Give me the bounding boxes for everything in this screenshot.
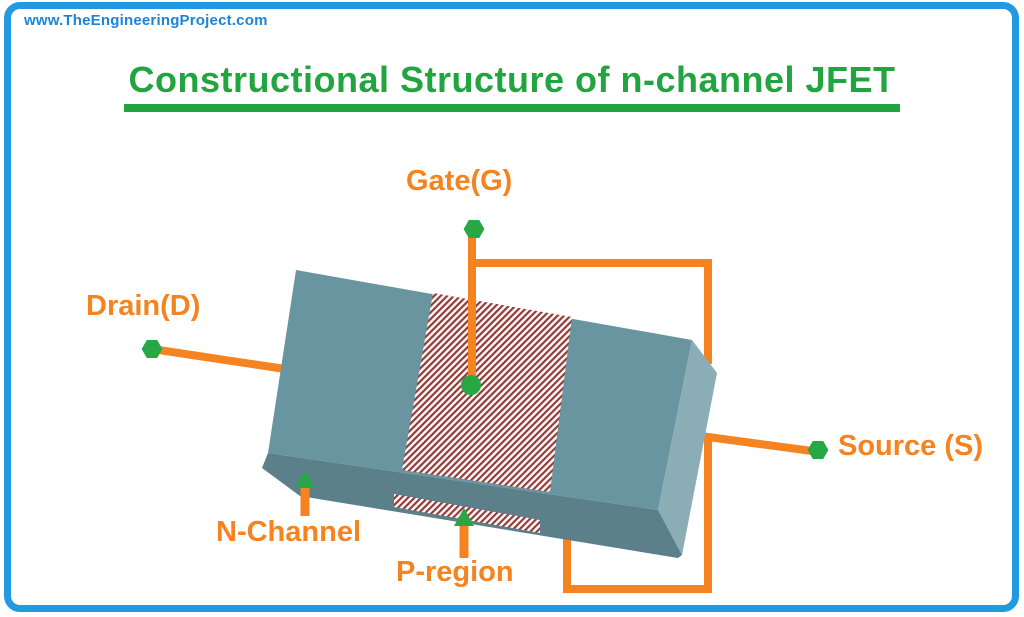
- source-terminal-icon: [807, 441, 829, 459]
- drain-wire: [151, 345, 286, 373]
- watermark: www.TheEngineeringProject.com: [24, 12, 268, 29]
- page-title: Constructional Structure of n-channel JF…: [124, 62, 900, 112]
- gate-loop-wire: [472, 259, 712, 364]
- p-region-arrow: [454, 508, 474, 558]
- drain-label: Drain(D): [86, 290, 201, 322]
- body-right-face: [658, 340, 717, 555]
- gate-terminal-icon: [463, 220, 485, 238]
- title-row: Constructional Structure of n-channel JF…: [0, 62, 1024, 112]
- p-region-arrowhead-icon: [454, 508, 474, 526]
- p-region-label: P-region: [396, 556, 514, 588]
- n-channel-arrow: [295, 471, 315, 516]
- drain-terminal-icon: [141, 340, 163, 358]
- n-channel-label: N-Channel: [216, 516, 361, 548]
- back-wires: [151, 259, 813, 593]
- source-label: Source (S): [838, 430, 984, 462]
- body-front-face: [262, 453, 682, 558]
- top-p-region-hatch: [402, 293, 572, 492]
- n-channel-arrowhead-icon: [295, 471, 315, 488]
- gate-label: Gate(G): [406, 165, 513, 197]
- source-wire: [563, 432, 813, 593]
- gate-contact-dot: [461, 375, 481, 395]
